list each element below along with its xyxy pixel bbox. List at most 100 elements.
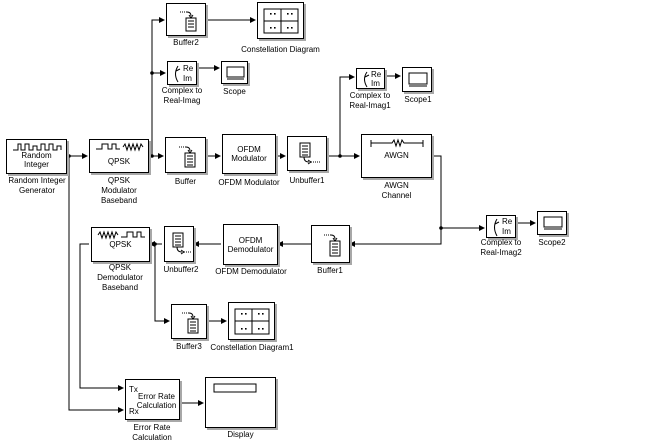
error-rate-calculation-label: Error Rate Calculation — [120, 423, 184, 443]
scope-block[interactable] — [221, 61, 248, 84]
pulse-waveform-icon — [13, 143, 62, 151]
awgn-channel-label: AWGN Channel — [361, 181, 432, 201]
unbuffer1-block[interactable] — [287, 136, 327, 171]
complex-to-real-imag2-block[interactable]: Re Im — [486, 215, 516, 238]
buffer-block[interactable] — [165, 137, 206, 173]
random-integer-title-line1: Random — [21, 151, 52, 160]
complex-label-line1: Complex to — [161, 86, 203, 95]
line-awgn-to-buffer1 — [349, 155, 442, 247]
qpsk-demodulator-title: QPSK — [109, 240, 132, 249]
display-block[interactable] — [205, 377, 276, 428]
complex2-label-line1: Complex to — [480, 238, 522, 247]
constellation-icon — [263, 8, 299, 34]
complex-to-real-imag1-label: Complex to Real-Imag1 — [340, 91, 400, 111]
buffer3-block[interactable] — [171, 304, 207, 339]
constellation-diagram-block[interactable] — [257, 2, 304, 39]
complex-to-real-imag-block[interactable]: Re Im — [167, 61, 197, 85]
awgn-channel-block[interactable]: AWGN — [361, 134, 432, 178]
qpsk-modulator-label: QPSK Modulator Baseband — [89, 176, 149, 206]
im-port-label: Im — [183, 74, 192, 83]
scope1-block[interactable] — [402, 67, 432, 92]
ofdm-demodulator-block[interactable]: OFDM Demodulator — [223, 224, 278, 265]
re-port-label: Re — [183, 64, 194, 73]
ofdm-demodulator-title-line1: OFDM — [238, 236, 263, 245]
qpsk-modulator-title: QPSK — [107, 157, 131, 166]
unbuffer-icon — [299, 142, 320, 165]
random-integer-generator-block[interactable]: Random Integer — [6, 139, 67, 174]
error-rate-label-line1: Error Rate — [133, 423, 171, 432]
qpsk-demodulator-block[interactable]: QPSK — [91, 227, 150, 262]
qpsk-modulator-label-line2: Modulator — [101, 186, 137, 195]
qpsk-modulator-label-line3: Baseband — [100, 196, 138, 205]
awgn-label-line1: AWGN — [384, 181, 409, 190]
ofdm-modulator-block[interactable]: OFDM Modulator — [222, 134, 276, 174]
qpsk-modulator-label-line1: QPSK — [107, 176, 131, 185]
im-port-label: Im — [502, 227, 511, 236]
complex-to-real-imag-label: Complex to Real-Imag — [152, 86, 212, 106]
random-integer-label: Random Integer Generator — [0, 176, 74, 196]
buffer-icon — [182, 312, 199, 334]
line-to-complex1 — [339, 74, 355, 156]
scope2-block[interactable] — [537, 211, 567, 235]
complex-split-icon — [175, 65, 181, 83]
display-readout-icon — [213, 383, 257, 393]
rx-port-label: Rx — [129, 407, 139, 416]
scope-icon — [226, 66, 245, 80]
ofdm-demodulator-label: OFDM Demodulator — [215, 267, 287, 276]
display-label: Display — [227, 430, 254, 439]
re-port-label: Re — [502, 217, 513, 226]
buffer3-label: Buffer3 — [176, 342, 202, 351]
constellation-diagram-label: Constellation Diagram — [241, 45, 320, 54]
scope1-label: Scope1 — [404, 95, 432, 104]
error-rate-title-line2: Calculation — [136, 401, 177, 410]
complex-to-real-imag2-label: Complex to Real-Imag2 — [471, 238, 531, 258]
qpsk-demodulator-label: QPSK Demodulator Baseband — [84, 263, 156, 293]
complex2-label-line2: Real-Imag2 — [480, 248, 522, 257]
ofdm-modulator-title-line2: Modulator — [231, 154, 267, 163]
qpsk-demodulator-label-line1: QPSK — [108, 263, 132, 272]
line-to-buffer3 — [154, 244, 170, 324]
error-rate-title-line1: Error Rate — [138, 392, 175, 401]
error-rate-calculation-block[interactable]: Tx Rx Error Rate Calculation — [125, 379, 180, 420]
ofdm-modulator-label: OFDM Modulator — [218, 178, 280, 187]
buffer-label: Buffer — [174, 177, 197, 186]
tx-port-label: Tx — [129, 385, 138, 394]
error-rate-label-line2: Calculation — [132, 433, 172, 442]
constellation-diagram1-block[interactable] — [228, 302, 275, 340]
qpsk-demodulator-label-line3: Baseband — [101, 283, 139, 292]
constellation-diagram1-label: Constellation Diagram1 — [210, 343, 294, 352]
line-to-buffer2 — [151, 17, 165, 156]
random-integer-label-line1: Random Integer — [8, 176, 66, 185]
buffer-icon — [180, 11, 197, 32]
scope-label: Scope — [223, 87, 246, 96]
ofdm-modulator-title-line1: OFDM — [237, 145, 261, 154]
complex-label-line2: Real-Imag — [163, 96, 201, 105]
scope2-label: Scope2 — [538, 238, 566, 247]
awgn-title: AWGN — [384, 151, 409, 160]
qpsk-demodulator-label-line2: Demodulator — [97, 273, 143, 282]
unbuffer-icon — [172, 232, 191, 255]
buffer1-label: Buffer1 — [317, 266, 343, 275]
complex-split-icon — [494, 218, 500, 237]
random-integer-label-line2: Generator — [18, 186, 56, 195]
unbuffer1-label: Unbuffer1 — [289, 176, 325, 185]
buffer2-label: Buffer2 — [173, 38, 199, 47]
complex-split-icon — [364, 71, 370, 88]
error-rate-title: Error Rate Calculation — [134, 392, 179, 410]
qpsk-modulator-block[interactable]: QPSK — [89, 139, 149, 173]
complex1-label-line1: Complex to — [349, 91, 391, 100]
re-port-label: Re — [371, 70, 382, 79]
complex-to-real-imag1-block[interactable]: Re Im — [356, 68, 385, 89]
constellation-icon — [234, 308, 270, 335]
complex1-label-line2: Real-Imag1 — [349, 101, 391, 110]
buffer1-block[interactable] — [311, 225, 350, 263]
unbuffer2-label: Unbuffer2 — [163, 265, 199, 274]
line-qpsk-demod-to-tx — [79, 243, 124, 391]
buffer2-block[interactable] — [166, 3, 206, 36]
ofdm-demodulator-title-line2: Demodulator — [227, 245, 274, 254]
scope-icon — [543, 216, 563, 230]
random-integer-title: Random Integer — [7, 151, 66, 169]
unbuffer2-block[interactable] — [164, 226, 194, 262]
